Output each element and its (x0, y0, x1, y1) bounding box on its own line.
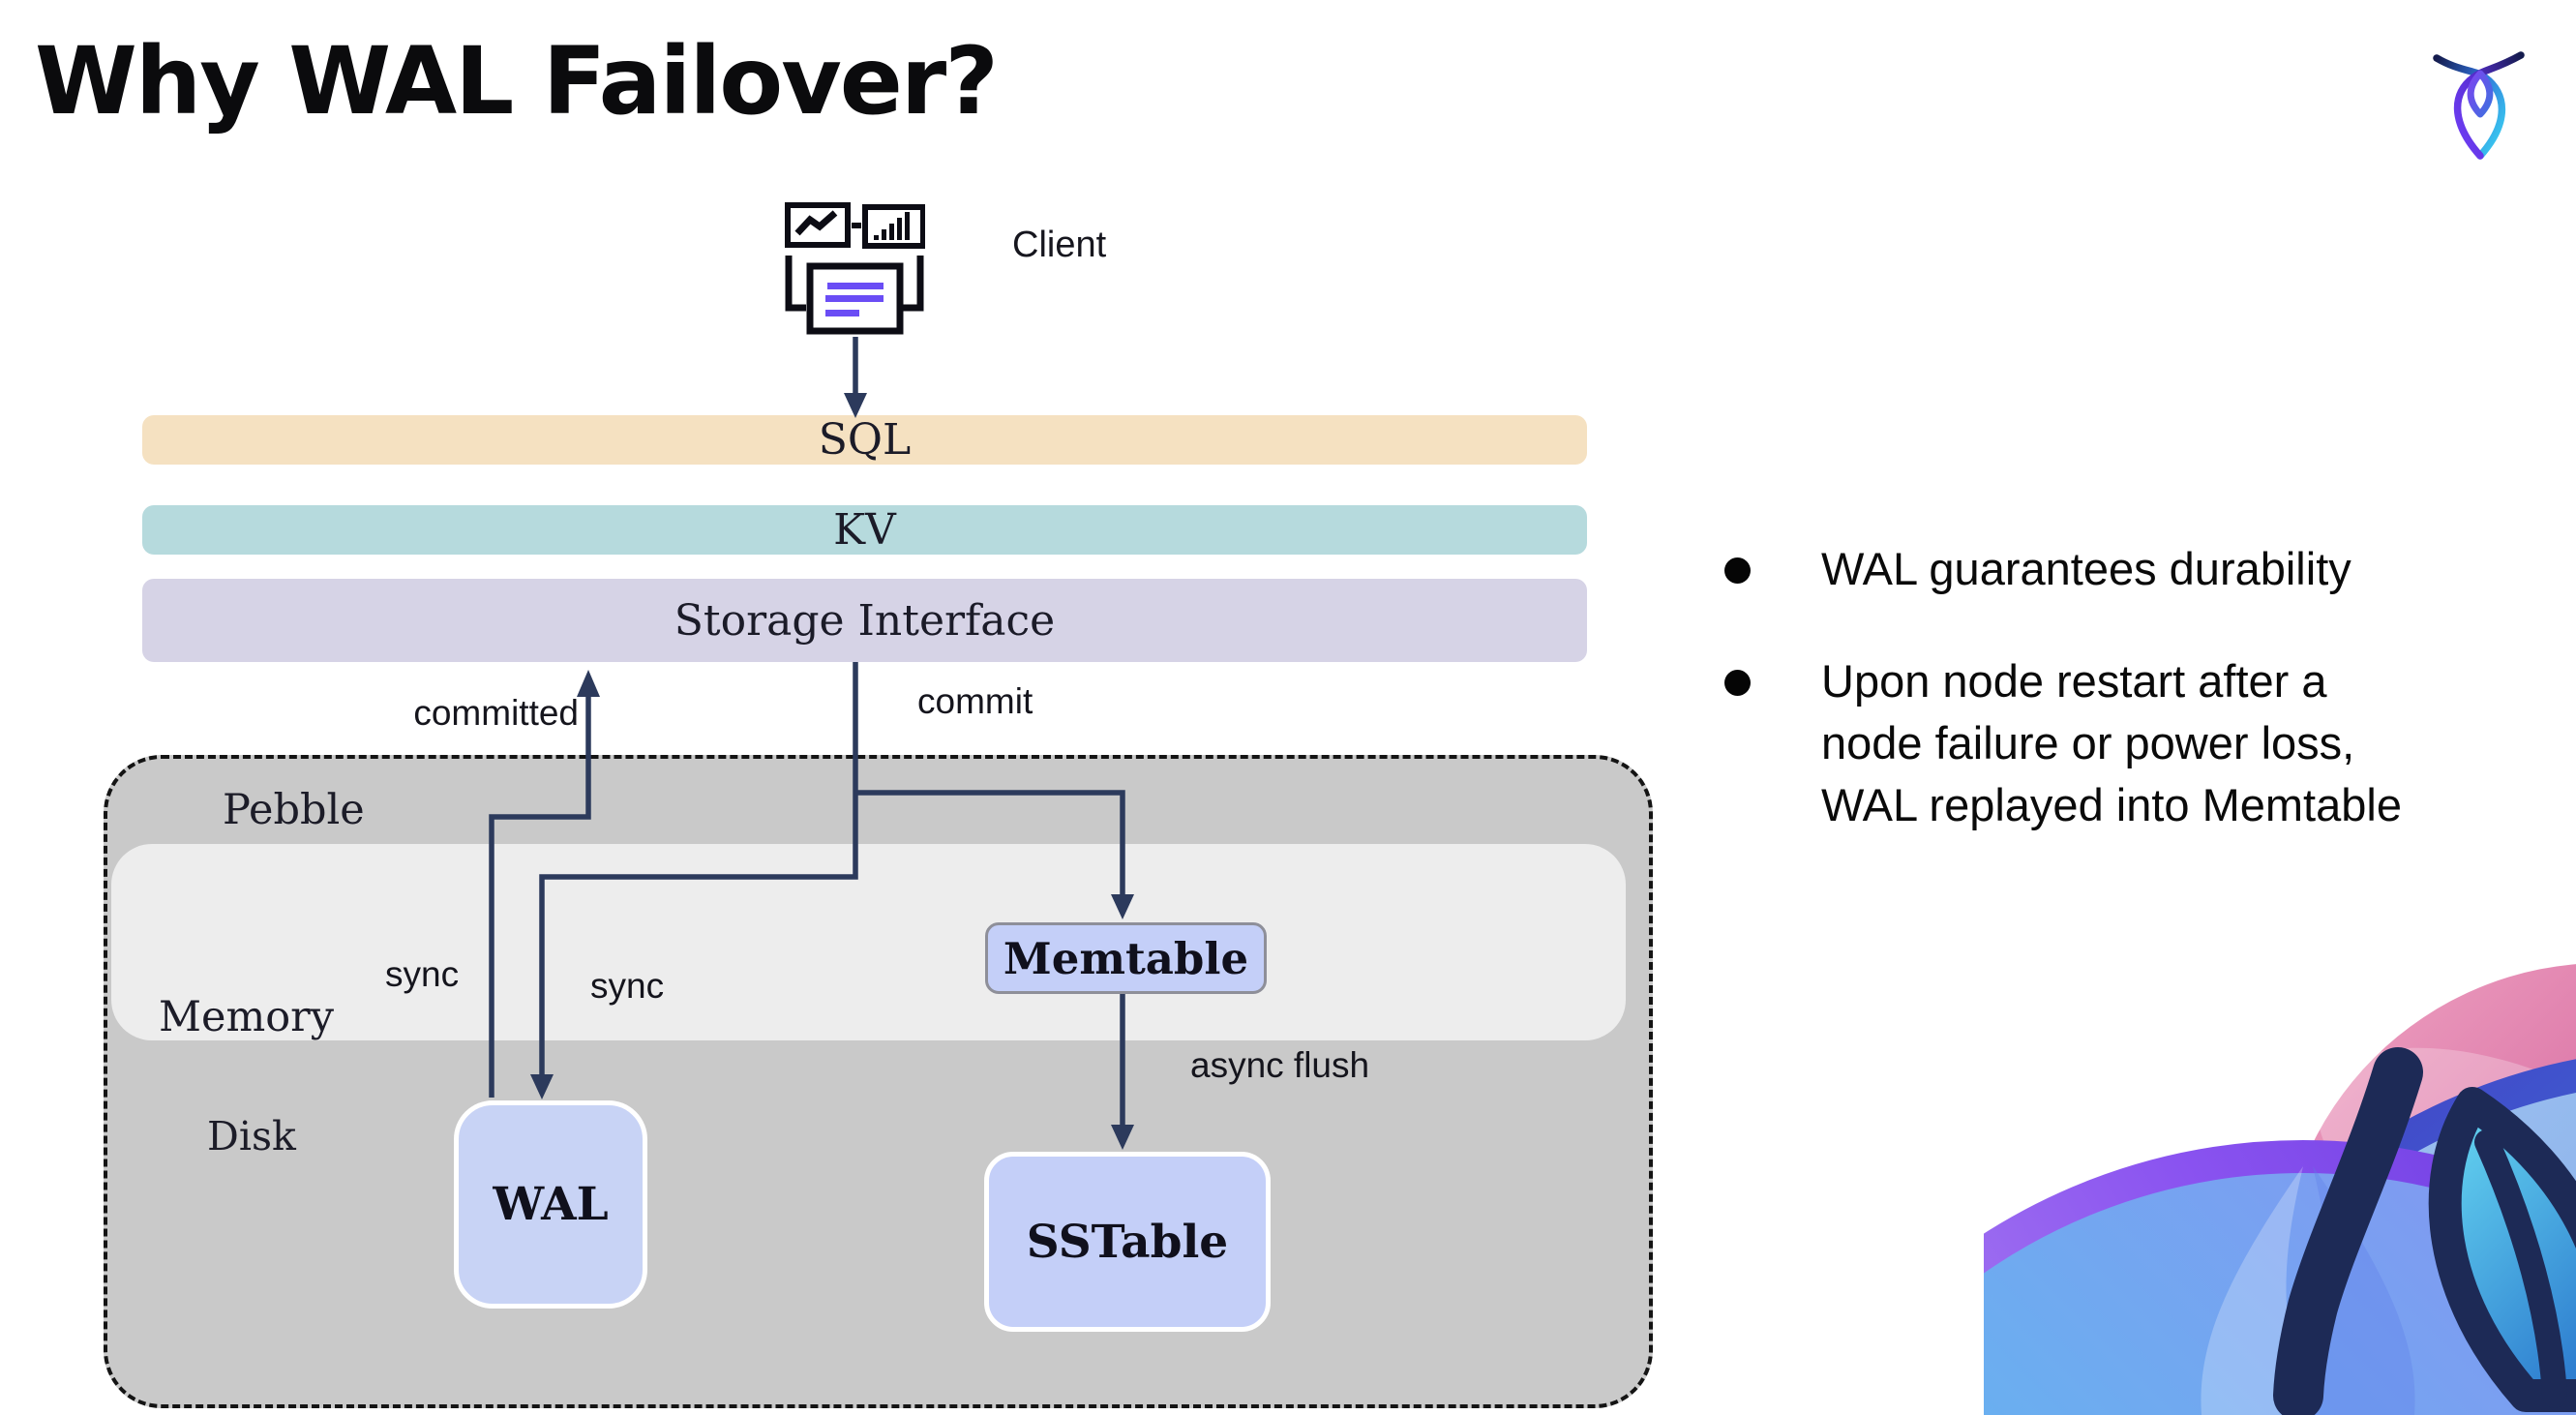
disk-label: Disk (207, 1113, 296, 1159)
edge-label-async-flush: async flush (1190, 1045, 1370, 1085)
bullet-line: node failure or power loss, (1821, 717, 2355, 768)
client-label: Client (1012, 225, 1107, 265)
layer-bar-storage-interface: Storage Interface (142, 579, 1587, 662)
node-wal-label: WAL (493, 1178, 609, 1231)
pebble-label: Pebble (223, 786, 365, 834)
memory-label: Memory (159, 993, 334, 1041)
node-memtable-label: Memtable (1003, 932, 1249, 984)
memory-band (111, 844, 1626, 1040)
edge-label-sync-right: sync (590, 966, 665, 1006)
layer-bar-sql-label: SQL (818, 415, 912, 465)
page-title: Why WAL Failover? (35, 27, 999, 135)
bullet-dot (1724, 557, 1751, 584)
client-icon (785, 202, 925, 335)
node-sstable-label: SSTable (1026, 1215, 1229, 1269)
edge-label-committed: committed (413, 693, 579, 733)
layer-bar-storage-label: Storage Interface (674, 595, 1056, 646)
layer-bar-kv: KV (142, 505, 1587, 555)
node-wal: WAL (454, 1100, 647, 1309)
bullet-dot (1724, 670, 1751, 696)
layer-bar-sql: SQL (142, 415, 1587, 465)
brand-decoration-graphic (1984, 964, 2576, 1415)
edge-label-sync-left: sync (385, 954, 460, 994)
bullet-line: WAL replayed into Memtable (1821, 779, 2402, 830)
bullet-item: WAL guarantees durability (1709, 538, 2576, 600)
edge-label-commit: commit (917, 681, 1033, 721)
cockroachdb-logo-icon (2433, 51, 2525, 160)
arrowhead-committed-up (577, 670, 600, 697)
layer-bar-kv-label: KV (833, 505, 896, 555)
node-memtable: Memtable (985, 922, 1267, 994)
bullet-line: Upon node restart after a (1821, 655, 2327, 707)
bullet-line: WAL guarantees durability (1821, 543, 2351, 594)
bullet-item: Upon node restart after a node failure o… (1709, 650, 2576, 836)
node-sstable: SSTable (984, 1152, 1271, 1332)
bullet-list: WAL guarantees durability Upon node rest… (1709, 538, 2576, 887)
